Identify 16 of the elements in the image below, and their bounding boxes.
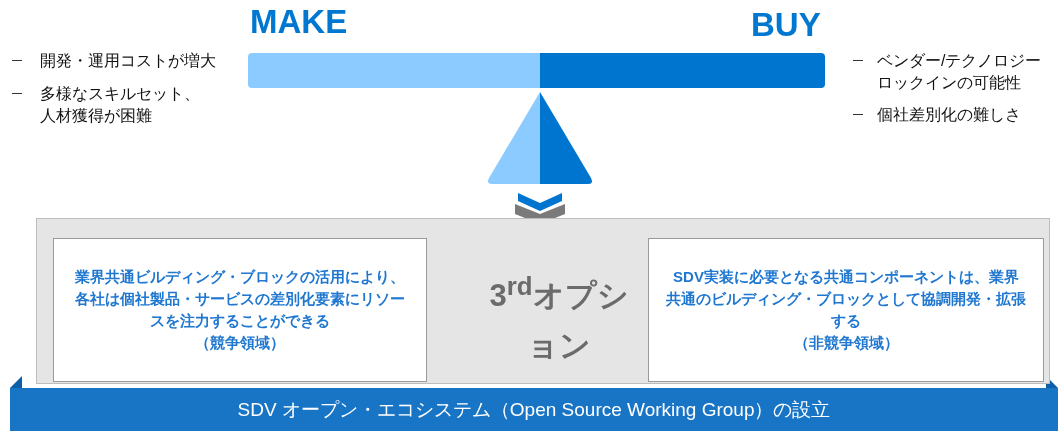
bullet-text: 多様なスキルセット、人材獲得が困難 <box>40 84 201 126</box>
option-panel <box>36 218 1050 384</box>
banner-text: SDV オープン・エコシステム（Open Source Working Group）の設立 <box>236 398 832 422</box>
text-box <box>648 238 1044 382</box>
area-label: （競争領域） <box>194 333 286 353</box>
text-box <box>53 238 427 382</box>
box-text: SDV実装に必要となる共通コンポーネントは、業界共通のビルディング・ブロックとして協調開発・拡張する <box>666 267 1026 331</box>
box-text: 業界共通ビルディング・ブロックの活用により、各社は個社製品・サービスの差別化要素にリソースを注力することができる <box>74 267 406 331</box>
area-label: （非競争領域） <box>792 333 900 353</box>
bullet-text: 開発・運用コストが増大 <box>40 51 217 71</box>
heading: BUY <box>751 7 821 43</box>
heading: MAKE <box>250 4 348 40</box>
banner-band <box>10 388 1058 431</box>
bullet-text: 個社差別化の難しさ <box>877 105 1022 125</box>
bullet-text: ベンダー/テクノロジーロックインの可能性 <box>877 51 1043 93</box>
option-label: 3$^{rd}$オプション <box>488 271 630 366</box>
